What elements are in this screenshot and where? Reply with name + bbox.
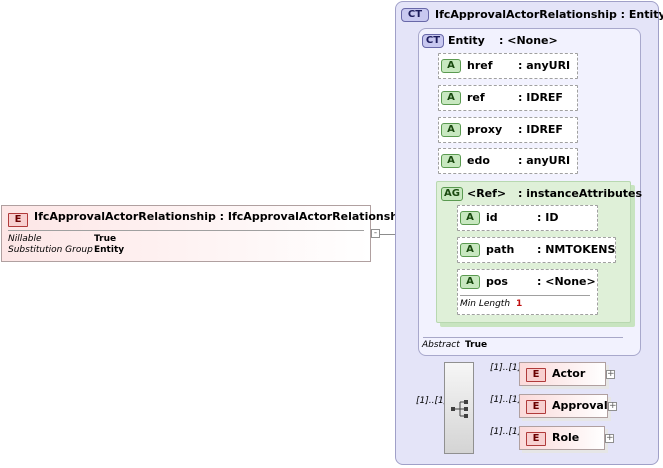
element-badge: E <box>526 400 546 414</box>
root-element[interactable]: E IfcApprovalActorRelationship : IfcAppr… <box>1 205 410 262</box>
sequence-cardinality: [1]..[1] <box>416 396 448 406</box>
base-type-name: Entity <box>448 34 485 47</box>
child-element-name: Role <box>552 431 580 444</box>
attribute-badge: A <box>441 123 461 137</box>
attribute-pos-divider <box>460 295 590 296</box>
child-element-actor[interactable]: E Actor <box>519 362 606 386</box>
attribute-name: proxy <box>467 123 503 136</box>
attribute-type: : IDREF <box>518 91 563 104</box>
attribute-group-badge: AG <box>441 187 463 201</box>
prop-label-substitution-group: Substitution Group <box>8 245 93 255</box>
element-badge: E <box>8 213 28 227</box>
min-length-label: Min Length <box>460 299 511 309</box>
attribute-id[interactable]: A id : ID <box>457 205 598 231</box>
attribute-type: : anyURI <box>518 59 571 72</box>
attribute-badge: A <box>441 154 461 168</box>
attribute-name: edo <box>467 154 490 167</box>
base-type-divider <box>423 337 623 338</box>
attribute-type: : IDREF <box>518 123 563 136</box>
complex-type-badge: CT <box>401 8 429 22</box>
attribute-badge: A <box>460 275 480 289</box>
attribute-type: : anyURI <box>518 154 571 167</box>
abstract-label: Abstract <box>422 340 460 350</box>
attribute-name: pos <box>486 275 508 288</box>
child-element-role[interactable]: E Role <box>519 426 605 450</box>
connector-root-to-ct <box>380 234 404 235</box>
attribute-pos[interactable]: A pos : <None> Min Length 1 <box>457 269 598 315</box>
abstract-value: True <box>465 340 488 350</box>
expand-toggle-approval[interactable]: + <box>608 401 617 411</box>
root-element-divider <box>8 230 364 231</box>
child-element-name: Actor <box>552 367 586 380</box>
sequence-icon <box>451 400 468 418</box>
attribute-name: id <box>486 211 498 224</box>
base-type-badge: CT <box>422 34 444 48</box>
child-cardinality-actor: [1]..[1] <box>490 363 522 373</box>
attribute-badge: A <box>460 211 480 225</box>
attribute-edo[interactable]: A edo : anyURI <box>438 148 578 174</box>
attribute-name: path <box>486 243 515 256</box>
attribute-name: href <box>467 59 493 72</box>
attribute-badge: A <box>460 243 480 257</box>
attribute-type: : ID <box>537 211 559 224</box>
attribute-ref[interactable]: A ref : IDREF <box>438 85 578 111</box>
expand-toggle-actor[interactable]: + <box>606 369 615 379</box>
child-cardinality-role: [1]..[1] <box>490 427 522 437</box>
prop-value-nillable: True <box>94 234 117 244</box>
attribute-group-name: <Ref> <box>467 187 507 200</box>
attribute-proxy[interactable]: A proxy : IDREF <box>438 117 578 143</box>
complex-type-title: IfcApprovalActorRelationship : Entity <box>435 8 663 21</box>
min-length-value: 1 <box>516 299 523 309</box>
attribute-name: ref <box>467 91 485 104</box>
element-badge: E <box>526 432 546 446</box>
attribute-group-type: : instanceAttributes <box>518 187 643 200</box>
expand-toggle-role[interactable]: + <box>605 433 614 443</box>
base-type-type: : <None> <box>499 34 558 47</box>
prop-label-nillable: Nillable <box>8 234 42 244</box>
attribute-path[interactable]: A path : NMTOKENS <box>457 237 616 263</box>
child-element-name: Approval <box>552 399 608 412</box>
collapse-toggle[interactable]: - <box>371 229 380 238</box>
attribute-href[interactable]: A href : anyURI <box>438 53 578 79</box>
element-badge: E <box>526 368 546 382</box>
attribute-type: : <None> <box>537 275 596 288</box>
root-element-title: IfcApprovalActorRelationship : IfcApprov… <box>34 210 410 223</box>
attribute-badge: A <box>441 91 461 105</box>
attribute-badge: A <box>441 59 461 73</box>
attribute-type: : NMTOKENS <box>537 243 616 256</box>
sequence-compositor[interactable] <box>444 362 474 454</box>
prop-value-substitution-group: Entity <box>94 245 125 255</box>
child-element-approval[interactable]: E Approval <box>519 394 608 418</box>
child-cardinality-approval: [1]..[1] <box>490 395 522 405</box>
